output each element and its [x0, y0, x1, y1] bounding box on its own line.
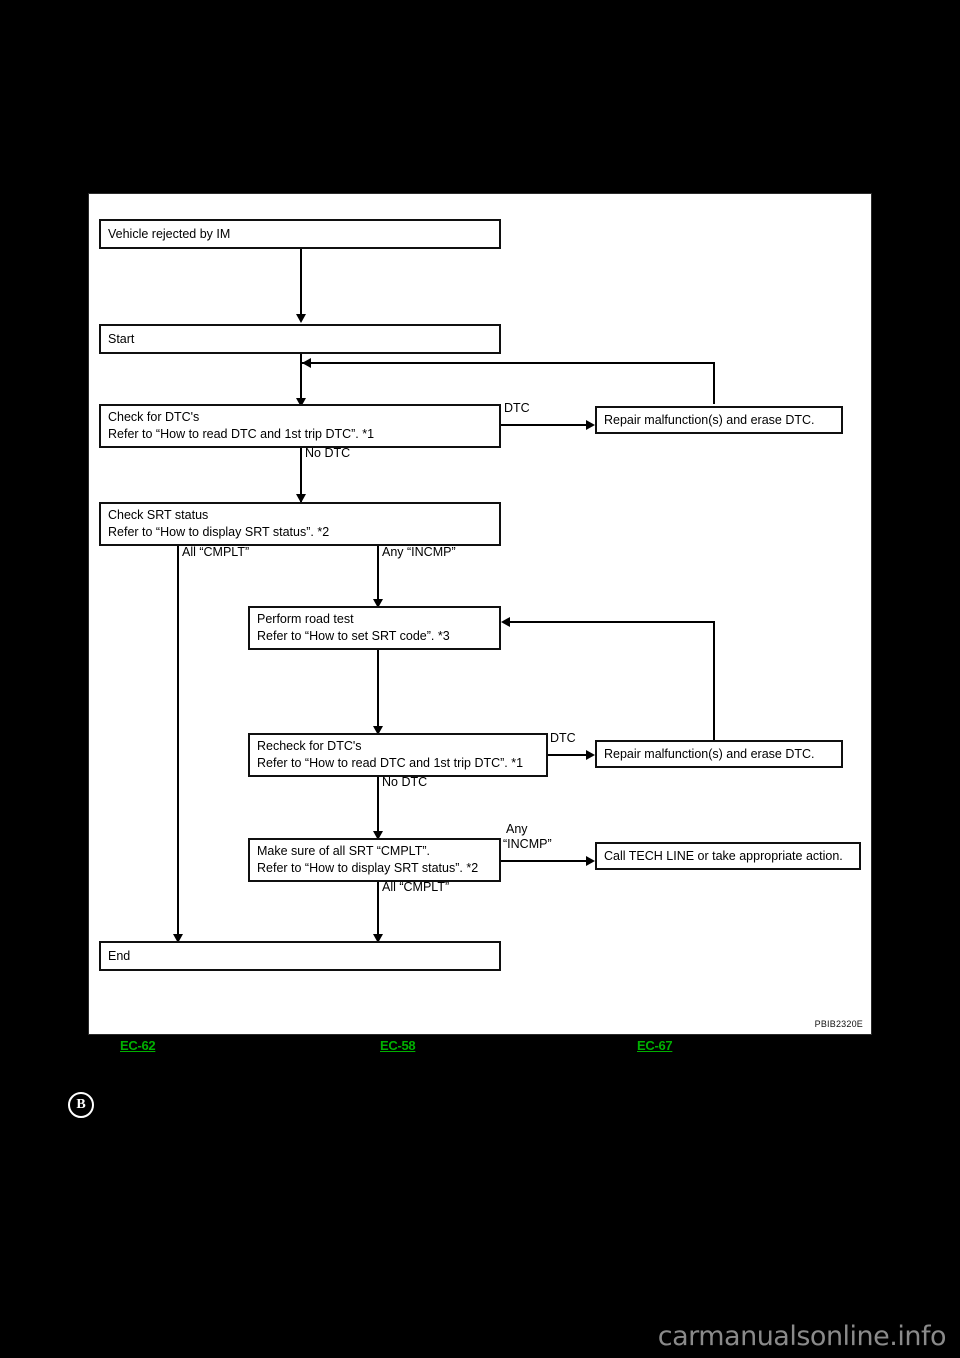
- flow-node-check-srt-line-2: Refer to “How to display SRT status”. *2: [108, 525, 330, 539]
- connector-vehicle-to-start: [300, 249, 302, 316]
- flow-node-check-srt: Check SRT status Refer to “How to displa…: [99, 502, 501, 546]
- connector-recheck-to-repair2: [548, 754, 590, 756]
- arrowhead-all-cmplt-2-to-end: [373, 934, 383, 943]
- edge-label-no-dtc-1: No DTC: [305, 446, 351, 460]
- flow-node-repair-2: Repair malfunction(s) and erase DTC.: [595, 740, 843, 768]
- arrowhead-loop2-into-road-test: [501, 617, 510, 627]
- flow-node-road-test: Perform road test Refer to “How to set S…: [248, 606, 501, 650]
- flow-node-call-tech-line: Call TECH LINE or take appropriate actio…: [595, 842, 861, 870]
- figure-code-label: PBIB2320E: [814, 1019, 863, 1029]
- connector-all-cmplt-2-to-end: [377, 882, 379, 941]
- flow-node-check-dtc-line-1: Check for DTC's: [108, 410, 200, 424]
- page-link-ec-62[interactable]: EC-62: [120, 1038, 156, 1053]
- arrowhead-recheck-to-make-sure: [373, 831, 383, 840]
- flow-node-road-test-line-1: Perform road test: [257, 612, 354, 626]
- section-badge-b: B: [68, 1092, 94, 1118]
- arrowhead-recheck-to-repair2: [586, 750, 595, 760]
- flow-node-start-line-1: Start: [108, 331, 135, 346]
- connector-loop2-vertical: [713, 621, 715, 740]
- arrowhead-road-test-to-recheck: [373, 726, 383, 735]
- flow-node-end: End: [99, 941, 501, 971]
- connector-loop1-horizontal: [302, 362, 715, 364]
- edge-label-no-dtc-2: No DTC: [382, 775, 428, 789]
- connector-start-to-check-dtc: [300, 354, 302, 404]
- flow-node-start: Start: [99, 324, 501, 354]
- flow-node-road-test-line-2: Refer to “How to set SRT code”. *3: [257, 629, 450, 643]
- flow-node-vehicle-rejected: Vehicle rejected by IM: [99, 219, 501, 249]
- flow-node-repair-2-line-1: Repair malfunction(s) and erase DTC.: [604, 746, 815, 761]
- arrowhead-make-sure-to-call-tech: [586, 856, 595, 866]
- flow-node-vehicle-rejected-line-1: Vehicle rejected by IM: [108, 226, 231, 241]
- connector-loop1-vertical: [713, 362, 715, 404]
- edge-label-dtc-2: DTC: [550, 731, 576, 745]
- flow-node-recheck-dtc-line-1: Recheck for DTC's: [257, 739, 362, 753]
- site-watermark: carmanualsonline.info: [657, 1321, 947, 1352]
- edge-label-any-incmp-2-line-1: Any: [506, 822, 528, 836]
- flow-node-recheck-dtc: Recheck for DTC's Refer to “How to read …: [248, 733, 548, 777]
- flow-node-make-sure-srt-line-1: Make sure of all SRT “CMPLT”.: [257, 844, 430, 858]
- arrowhead-vehicle-to-start: [296, 314, 306, 323]
- connector-road-test-to-recheck: [377, 650, 379, 733]
- page-link-ec-58[interactable]: EC-58: [380, 1038, 416, 1053]
- connector-make-sure-to-call-tech: [501, 860, 590, 862]
- edge-label-all-cmplt-2: All “CMPLT”: [382, 880, 450, 894]
- flowchart-illustration-panel: Vehicle rejected by IM Start Check for D…: [88, 193, 872, 1035]
- connector-check-dtc-to-check-srt: [300, 448, 302, 503]
- arrowhead-loop1-into-trunk: [302, 358, 311, 368]
- page-link-ec-67[interactable]: EC-67: [637, 1038, 673, 1053]
- flow-node-check-srt-line-1: Check SRT status: [108, 508, 209, 522]
- arrowhead-check-dtc-to-check-srt: [296, 494, 306, 503]
- connector-loop2-horizontal: [503, 621, 715, 623]
- edge-label-any-incmp-1: Any “INCMP”: [382, 545, 456, 559]
- flow-node-repair-1-line-1: Repair malfunction(s) and erase DTC.: [604, 412, 815, 427]
- connector-recheck-to-make-sure: [377, 777, 379, 838]
- edge-label-all-cmplt-1: All “CMPLT”: [182, 545, 250, 559]
- connector-check-dtc-to-repair1: [501, 424, 590, 426]
- flow-node-make-sure-srt: Make sure of all SRT “CMPLT”. Refer to “…: [248, 838, 501, 882]
- arrowhead-start-to-check-dtc: [296, 398, 306, 407]
- connector-all-cmplt-1-to-end: [177, 546, 179, 941]
- connector-any-incmp-1-to-road-test: [377, 546, 379, 606]
- flow-node-check-dtc: Check for DTC's Refer to “How to read DT…: [99, 404, 501, 448]
- arrowhead-all-cmplt-1-to-end: [173, 934, 183, 943]
- arrowhead-check-dtc-to-repair1: [586, 420, 595, 430]
- flow-node-repair-1: Repair malfunction(s) and erase DTC.: [595, 406, 843, 434]
- edge-label-any-incmp-2-line-2: “INCMP”: [503, 837, 552, 851]
- flow-node-make-sure-srt-line-2: Refer to “How to display SRT status”. *2: [257, 861, 479, 875]
- arrowhead-any-incmp-1-to-road-test: [373, 599, 383, 608]
- flow-node-end-line-1: End: [108, 948, 131, 963]
- flow-node-recheck-dtc-line-2: Refer to “How to read DTC and 1st trip D…: [257, 756, 524, 770]
- flow-node-call-tech-line-line-1: Call TECH LINE or take appropriate actio…: [604, 848, 843, 863]
- edge-label-dtc-1: DTC: [504, 401, 530, 415]
- flow-node-check-dtc-line-2: Refer to “How to read DTC and 1st trip D…: [108, 427, 375, 441]
